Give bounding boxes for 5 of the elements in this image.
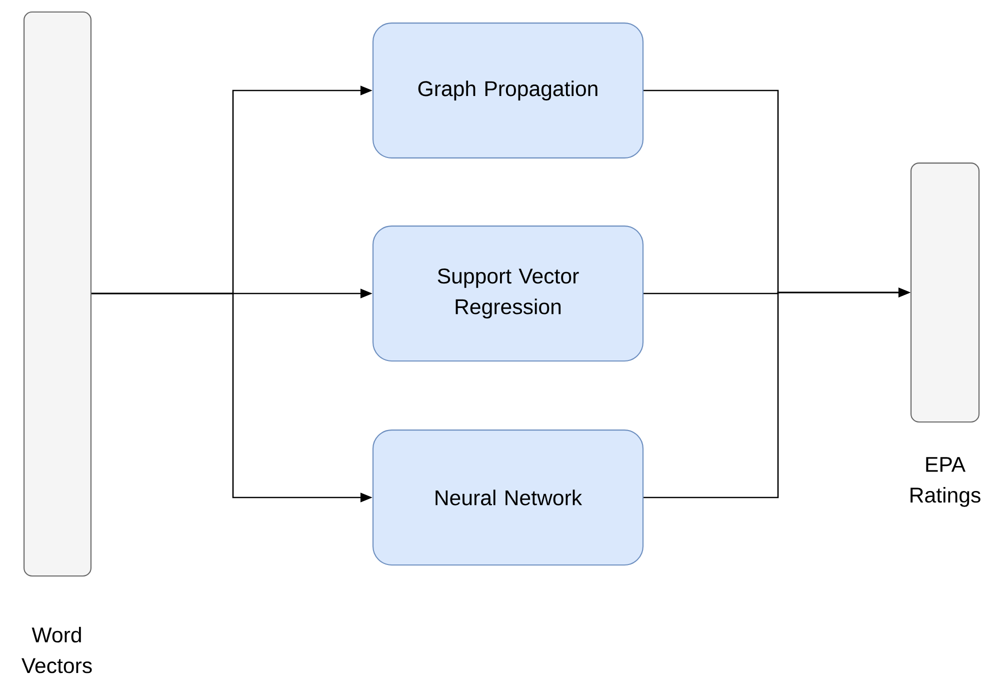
bar-label: Word Vectors (22, 626, 92, 674)
model-box: Neural Network (372, 430, 644, 566)
model-box: Support Vector Regression (372, 226, 644, 362)
bar-label: EPA Ratings (910, 457, 980, 507)
model-box: Graph Propagation (372, 22, 644, 158)
